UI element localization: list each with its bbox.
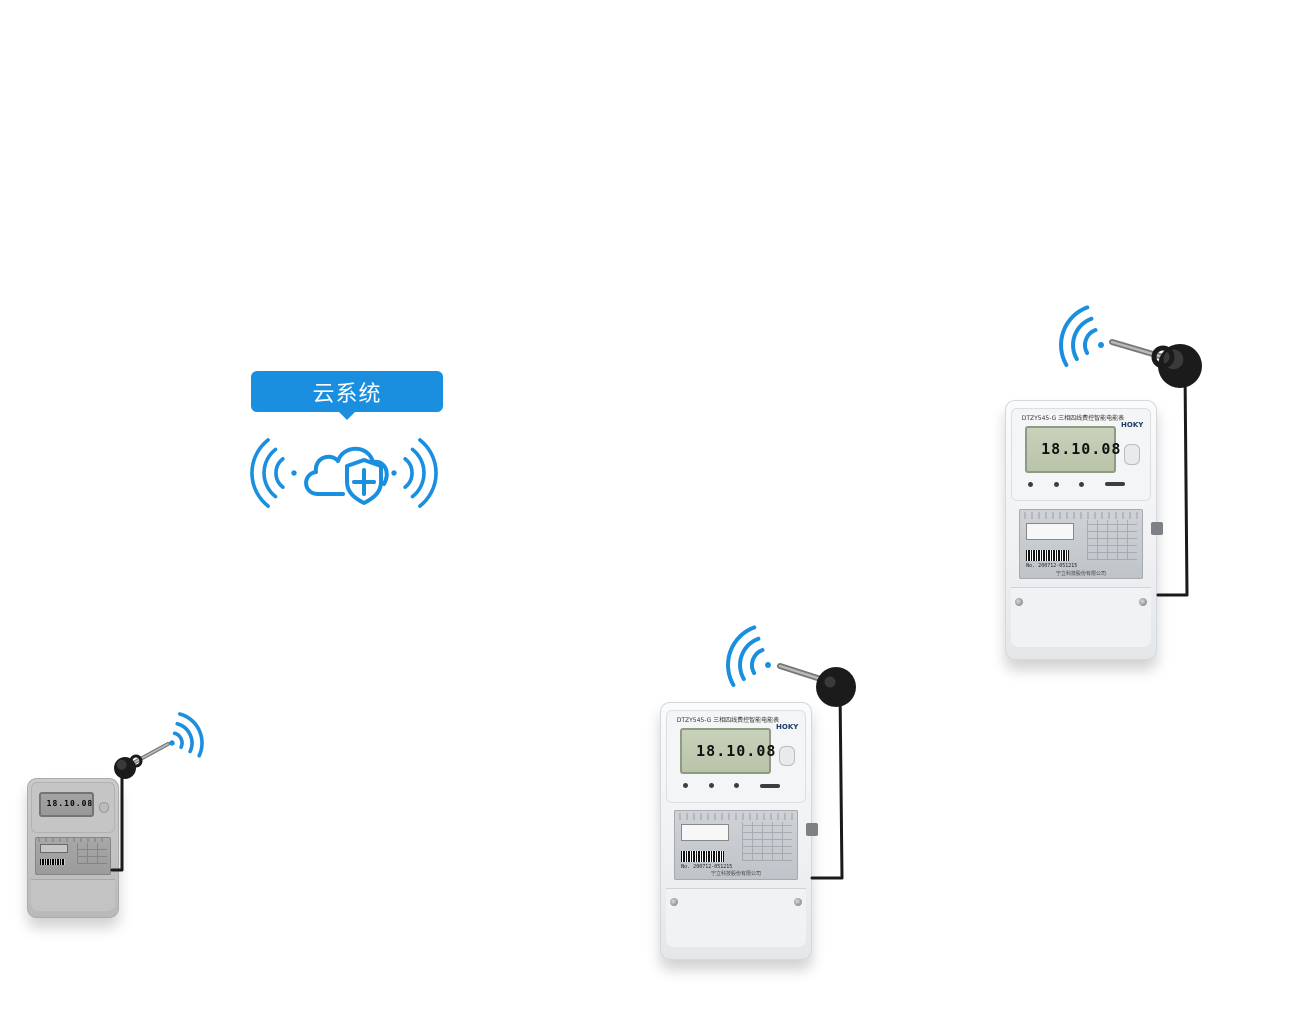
meter-nameplate	[35, 836, 111, 875]
meter-model-text: DTZY545-G 三相四线费控智能电能表	[676, 716, 780, 724]
smart-meter-center: DTZY545-G 三相四线费控智能电能表 HOKY 18.10.08 No. …	[660, 702, 819, 960]
signal-dot-icon	[1098, 342, 1104, 348]
antenna-cable	[810, 686, 844, 880]
cloud-system-label: 云系统	[251, 371, 443, 420]
cloud-icon	[304, 446, 389, 496]
antenna-right-top	[1059, 305, 1202, 597]
meter-nameplate: No. 200712-051215 宁立科技股份有限公司	[1018, 509, 1144, 580]
antenna-left	[110, 712, 204, 872]
antenna-cable	[110, 768, 124, 872]
wifi-wave-icon	[726, 625, 757, 687]
antenna-ring	[129, 754, 143, 768]
wifi-wave-icon	[403, 457, 414, 489]
meter-terminal-cover	[1011, 587, 1151, 647]
meter-manufacturer: 宁立科技股份有限公司	[710, 871, 761, 878]
wifi-wave-icon	[750, 648, 765, 675]
meter-lcd-screen: 18.10.08	[1024, 426, 1120, 473]
meter-indicator-leds	[682, 782, 781, 790]
signal-dot-icon	[765, 662, 771, 668]
antenna-ring	[819, 671, 841, 693]
meter-brand-logo: HOKY	[776, 722, 799, 731]
antenna-cable	[1156, 368, 1189, 597]
antenna-center	[726, 625, 856, 880]
meter-indicator-leds	[1027, 481, 1126, 489]
smart-meter-left: 18.10.08	[27, 778, 119, 918]
meter-lcd-reading: 18.10.08	[1041, 440, 1122, 459]
wifi-wave-icon	[1083, 328, 1098, 355]
meter-barcode	[39, 858, 66, 865]
meter-barcode	[1026, 549, 1069, 562]
meter-nameplate: No. 200712-051215 宁立科技股份有限公司	[673, 810, 799, 881]
signal-dot-icon	[391, 470, 397, 476]
meter-serial-number: No. 200712-051215	[681, 863, 733, 870]
wifi-wave-icon	[250, 438, 270, 508]
wifi-wave-icon	[738, 636, 761, 681]
wifi-wave-icon	[175, 721, 194, 754]
meter-lcd-reading: 18.10.08	[46, 799, 94, 809]
meter-button	[778, 745, 796, 767]
antenna-ring	[1151, 345, 1175, 369]
plus-icon	[352, 468, 376, 496]
meter-lcd-screen: 18.10.08	[38, 792, 95, 818]
meter-lcd-reading: 18.10.08	[696, 741, 777, 760]
meter-lcd-screen: 18.10.08	[679, 727, 775, 775]
wifi-wave-icon	[172, 731, 184, 749]
meter-brand-logo: HOKY	[1121, 420, 1144, 429]
wifi-wave-icon	[1071, 316, 1094, 361]
wifi-wave-icon	[1059, 305, 1090, 367]
wifi-wave-icon	[274, 457, 285, 489]
wifi-wave-icon	[410, 447, 426, 499]
cloud-system-label-text: 云系统	[312, 381, 382, 407]
meter-manufacturer: 宁立科技股份有限公司	[1055, 570, 1106, 577]
meter-serial-number: No. 200712-051215	[1026, 563, 1078, 570]
wifi-wave-icon	[262, 447, 278, 499]
meter-terminal-cover	[30, 878, 116, 911]
wifi-wave-icon	[418, 438, 438, 508]
meter-barcode	[681, 850, 724, 862]
meter-button	[98, 801, 109, 813]
wifi-wave-icon	[178, 712, 204, 758]
meter-button	[1123, 444, 1141, 465]
meter-terminal-cover	[666, 887, 806, 948]
signal-dot-icon	[291, 470, 297, 476]
meter-model-text: DTZY545-G 三相四线费控智能电能表	[1021, 415, 1125, 422]
smart-meter-right: DTZY545-G 三相四线费控智能电能表 HOKY 18.10.08 No. …	[1005, 400, 1164, 660]
signal-dot-icon	[169, 740, 175, 746]
